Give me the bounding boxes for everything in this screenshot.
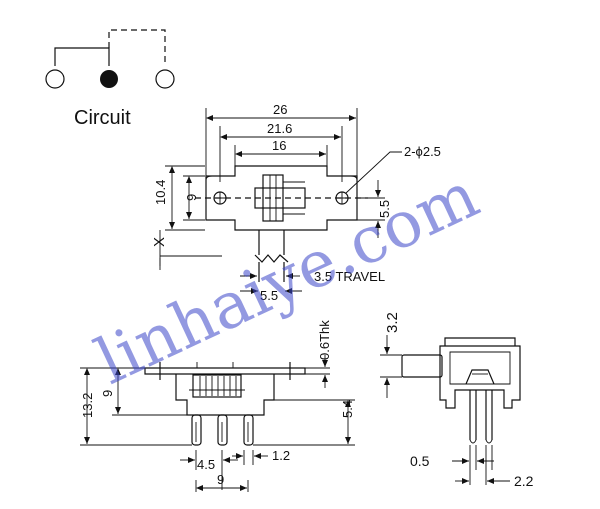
- dim-holes: 2-ϕ2.5: [404, 144, 441, 159]
- dim-pin-thickness: 0.5: [410, 453, 430, 469]
- dim-thickness: 0.6Thk: [317, 320, 332, 360]
- dim-mount-span: 21.6: [267, 121, 292, 136]
- dim-pin-spacing: 2.2: [514, 473, 534, 489]
- circuit-label: Circuit: [74, 107, 131, 129]
- dim-hole-pitch: 9: [184, 194, 199, 201]
- dim-actuator: 5.5: [260, 288, 278, 303]
- circuit-schematic: Circuit: [45, 29, 175, 129]
- top-view: 26 21.6 16 10.4 9: [151, 102, 441, 303]
- front-view: 0.6Thk 13.2 9 5.4 4.5 1.2 9: [80, 320, 355, 492]
- dim-pin-length: 5.4: [340, 400, 355, 418]
- dim-height: 10.4: [153, 180, 168, 205]
- slider-actuator: [262, 174, 284, 222]
- front-housing: [175, 374, 275, 416]
- watermark: linhaiye.com: [85, 159, 489, 400]
- dim-pin-pitch: 4.5: [197, 457, 215, 472]
- pin-right: [243, 414, 254, 446]
- side-housing: [439, 345, 521, 409]
- dim-body-height: 9: [100, 390, 115, 397]
- dim-half-height: 5.5: [377, 200, 392, 218]
- dim-actuator-height: 3.2: [384, 312, 401, 333]
- dim-overall-width: 26: [273, 102, 287, 117]
- slider-window: [254, 187, 306, 209]
- pin-middle: [217, 414, 228, 446]
- dim-travel: 3.5 TRAVEL: [314, 269, 385, 284]
- side-actuator: [401, 354, 443, 378]
- front-actuator: [192, 374, 242, 398]
- terminal-right-icon: [155, 69, 175, 89]
- side-view: 3.2 0.5 2.2: [380, 312, 534, 489]
- terminal-common-icon: [100, 70, 118, 88]
- dim-body-width: 16: [272, 138, 286, 153]
- dim-pin-span: 9: [217, 472, 224, 487]
- dim-x: X: [151, 237, 168, 247]
- pin-left: [191, 414, 202, 446]
- dim-pin-width: 1.2: [272, 448, 290, 463]
- terminal-left-icon: [45, 69, 65, 89]
- dim-overall-height: 13.2: [80, 393, 95, 418]
